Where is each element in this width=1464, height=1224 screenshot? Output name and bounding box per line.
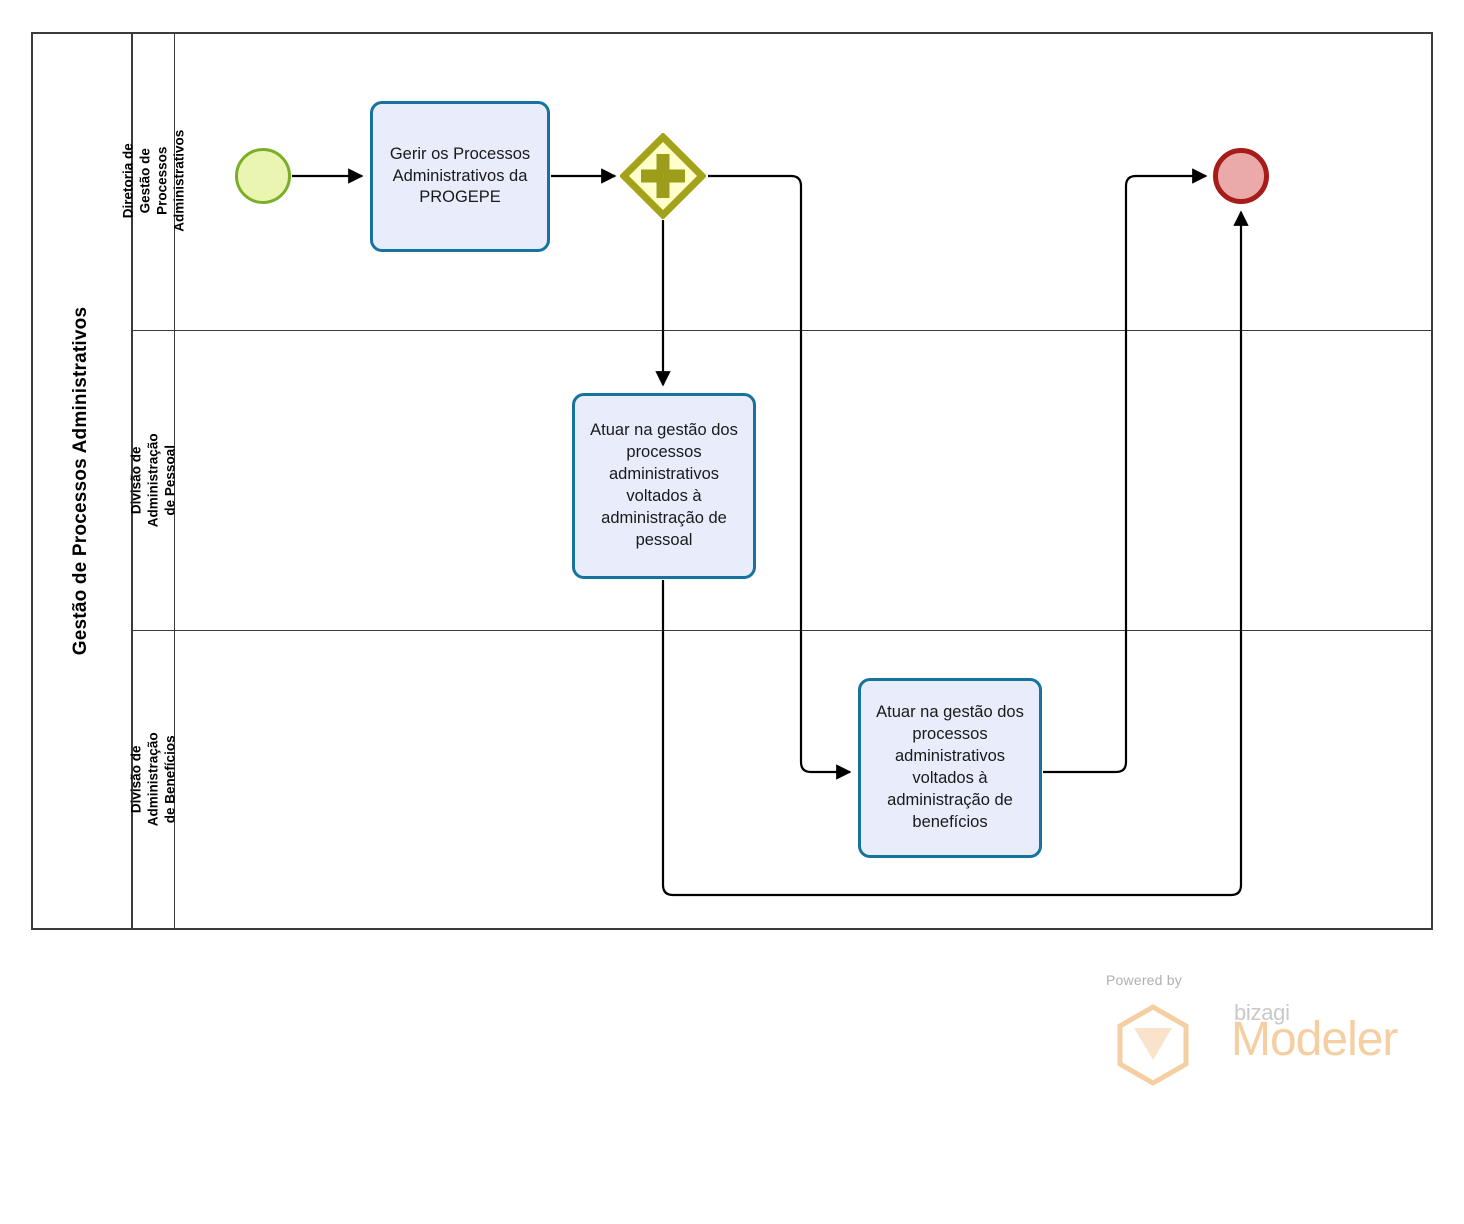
end-event[interactable] <box>1213 148 1269 204</box>
lane-label-column: Divisão de Administração de Benefícios <box>128 631 177 928</box>
task-atuar-gestao-administracao-beneficios[interactable]: Atuar na gestão dos processos administra… <box>858 678 1042 858</box>
lane-divisao-administracao-beneficios: Divisão de Administração de Benefícios <box>128 631 1433 928</box>
task-label: Atuar na gestão dos processos administra… <box>876 703 1024 831</box>
powered-by-label: Powered by <box>1106 972 1182 988</box>
parallel-gateway[interactable] <box>619 132 707 220</box>
bizagi-watermark: Powered by bizagi Modeler <box>1096 972 1398 1086</box>
start-event[interactable] <box>235 148 291 204</box>
task-gerir-processos-administrativos[interactable]: Gerir os Processos Administrativos da PR… <box>370 101 550 252</box>
bizagi-hexagon-logo-icon <box>1117 1004 1189 1086</box>
lane-divisao-administracao-pessoal: Divisão de Administração de Pessoal <box>128 331 1433 631</box>
lane-diretoria-gestao-processos-administrativos: Diretoria de Gestão de Processos Adminis… <box>120 32 1433 331</box>
plus-icon <box>641 154 685 198</box>
modeler-product-label: Modeler <box>1231 1013 1398 1066</box>
lane-label-column: Diretoria de Gestão de Processos Adminis… <box>120 32 185 330</box>
pool-label-column: Gestão de Processos Administrativos <box>31 32 133 930</box>
lane-label-column: Divisão de Administração de Pessoal <box>128 331 177 630</box>
task-atuar-gestao-administracao-pessoal[interactable]: Atuar na gestão dos processos administra… <box>572 393 756 579</box>
flow-task2-to-end <box>661 210 1249 897</box>
flow-task3-to-end <box>1043 168 1208 774</box>
task-label: Atuar na gestão dos processos administra… <box>590 421 738 549</box>
flow-gateway-to-task3 <box>708 174 852 780</box>
task-label: Gerir os Processos Administrativos da PR… <box>389 144 531 207</box>
bizagi-brand-label: bizagi <box>1234 1000 1290 1025</box>
